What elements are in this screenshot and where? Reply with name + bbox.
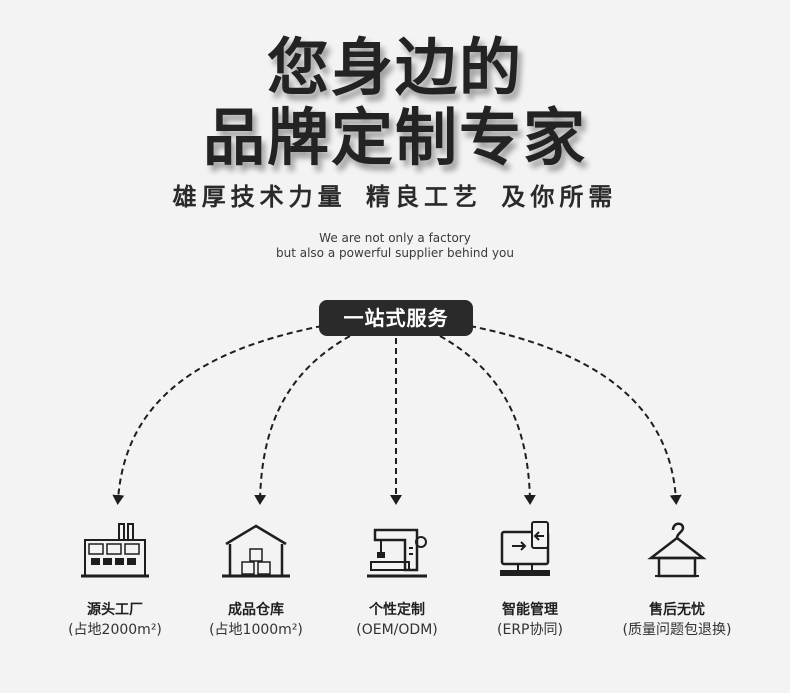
sewing-machine-icon	[367, 528, 427, 578]
one-stop-service-badge: 一站式服务	[319, 300, 473, 336]
service-factory: 源头工厂 (占地2000m²)	[45, 518, 185, 640]
service-customization: 个性定制 (OEM/ODM)	[327, 518, 467, 640]
service-name: 个性定制	[369, 602, 425, 618]
subtitle-line-1: We are not only a factory	[319, 231, 471, 245]
subtitle-line-2: but also a powerful supplier behind you	[276, 246, 514, 260]
service-management: 智能管理 (ERP协同)	[460, 518, 600, 640]
service-detail: (OEM/ODM)	[356, 622, 438, 638]
service-detail: (ERP协同)	[497, 622, 563, 638]
arrow-to-management	[439, 335, 536, 505]
headline-line-2: 品牌定制专家	[202, 101, 587, 174]
service-name: 成品仓库	[228, 602, 284, 618]
computer-phone-icon	[500, 521, 550, 576]
warehouse-icon	[222, 524, 290, 578]
service-name: 售后无忧	[649, 602, 705, 618]
arrow-to-factory	[112, 325, 323, 505]
service-detail: (占地1000m²)	[209, 622, 303, 638]
service-name: 源头工厂	[87, 602, 143, 618]
service-aftersales: 售后无忧 (质量问题包退换)	[607, 518, 747, 640]
tagline: 雄厚技术力量 精良工艺 及你所需	[172, 183, 618, 211]
factory-icon	[81, 523, 149, 578]
headline-line-1: 您身边的	[266, 31, 523, 104]
service-detail: (占地2000m²)	[68, 622, 162, 638]
arrow-to-aftersales	[469, 325, 682, 505]
service-warehouse: 成品仓库 (占地1000m²)	[186, 518, 326, 640]
service-detail: (质量问题包退换)	[622, 622, 732, 638]
arrow-to-warehouse	[254, 335, 351, 505]
hanger-shirt-icon	[647, 522, 707, 578]
service-name: 智能管理	[502, 602, 558, 618]
